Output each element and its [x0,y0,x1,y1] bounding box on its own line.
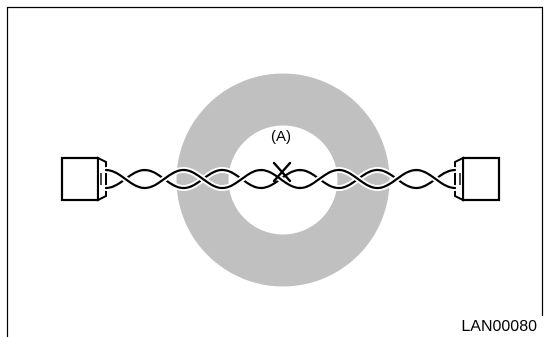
frame-border [6,6,544,337]
figure-code: LAN00080 [461,318,537,335]
twisted-pair-wire [103,166,458,192]
left-connector [60,156,107,202]
break-point-marker [272,161,292,183]
marker-label: (A) [271,128,291,145]
wire-strand-b [104,168,457,190]
right-connector [454,156,501,202]
